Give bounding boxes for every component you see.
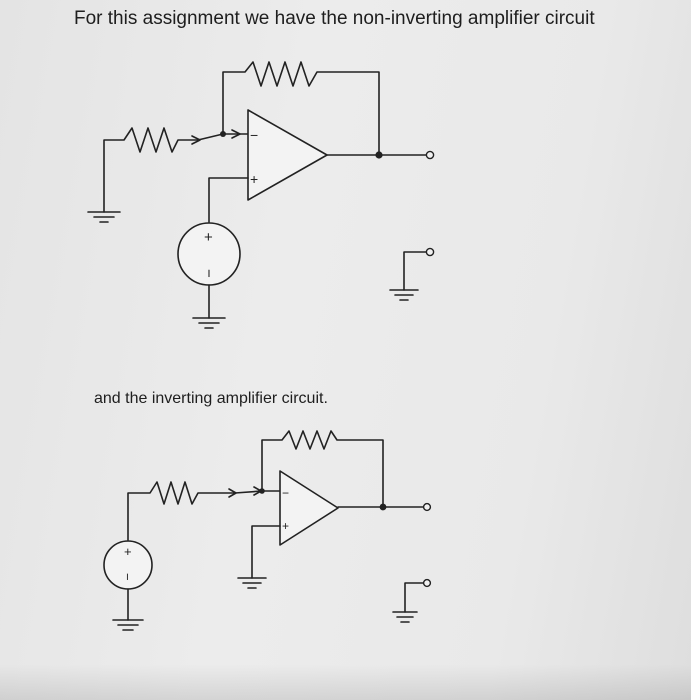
input-resistor [103, 127, 199, 213]
source-minus-label: − [120, 573, 135, 581]
output-terminal [422, 502, 432, 512]
ground-icon [112, 619, 144, 631]
arrow-mark [191, 135, 201, 145]
input-resistor [127, 481, 236, 541]
inverting-terminal-label: − [282, 486, 289, 500]
junction-dot [220, 131, 226, 137]
op-amp [279, 470, 339, 546]
non-inverting-amplifier-circuit: − + + − [87, 61, 435, 329]
noninverting-terminal-label: + [282, 519, 289, 533]
feedback-resistor [222, 61, 380, 157]
output-terminal [425, 150, 435, 160]
op-amp [247, 109, 328, 201]
arrow-mark [231, 129, 241, 139]
noninverting-terminal-label: + [250, 171, 258, 187]
inverting-amplifier-circuit: − + + − [103, 430, 432, 631]
ground-icon [392, 611, 418, 623]
noninverting-ground-wire [251, 525, 281, 579]
ground-icon [237, 577, 267, 589]
output-reference-wire [403, 251, 428, 291]
source-minus-label: − [200, 269, 217, 278]
ground-icon [389, 289, 419, 301]
inverting-terminal-label: − [250, 127, 258, 143]
output-reference-terminal [425, 247, 435, 257]
ground-icon [192, 317, 226, 329]
source-plus-label: + [204, 229, 213, 246]
source-plus-label: + [124, 544, 132, 559]
junction-dot [259, 488, 265, 494]
ground-icon [87, 211, 121, 223]
feedback-resistor [261, 430, 384, 508]
junction-dot [379, 503, 387, 511]
inverting-caption: and the inverting amplifier circuit. [94, 390, 328, 407]
output-reference-wire [404, 582, 425, 613]
junction-dot [375, 151, 383, 159]
source-wire [208, 177, 249, 223]
output-reference-terminal [422, 578, 432, 588]
assignment-instruction: For this assignment we have the non-inve… [74, 8, 595, 29]
arrow-mark [228, 488, 237, 498]
